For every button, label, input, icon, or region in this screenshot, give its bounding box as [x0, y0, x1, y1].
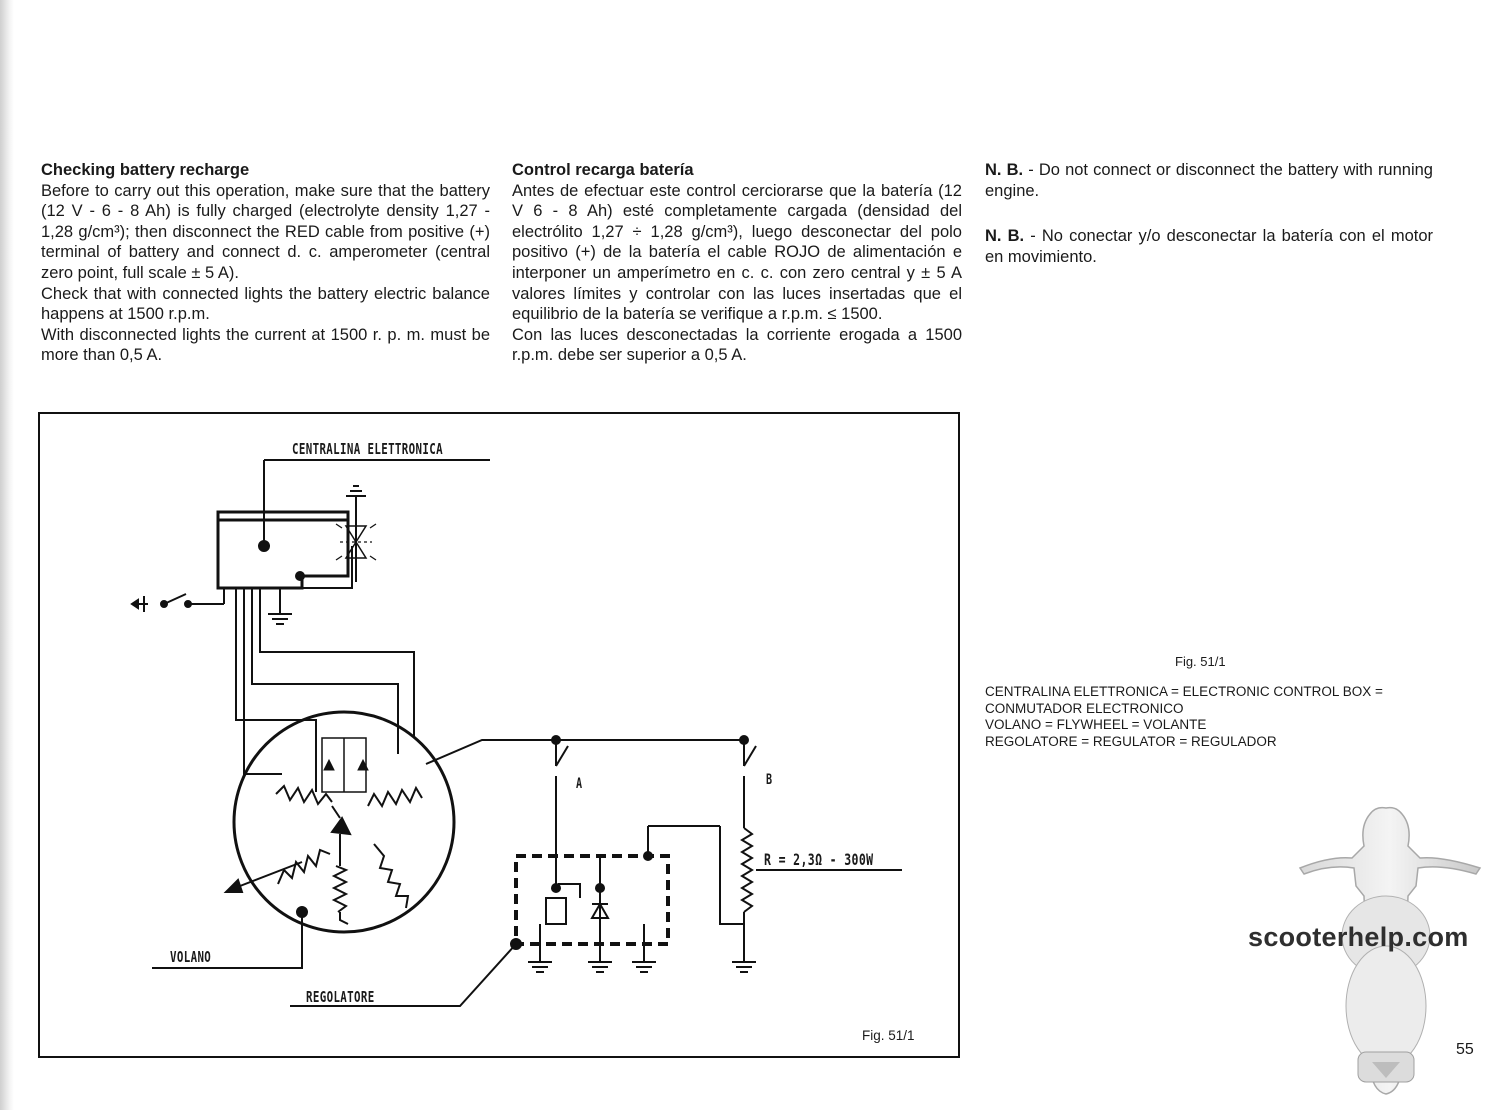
notes-column: N. B. - Do not connect or disconnect the… [985, 160, 1433, 292]
english-paragraph-1: Before to carry out this operation, make… [41, 181, 490, 282]
control-box-terminal [258, 540, 270, 552]
brand-watermark: scooterhelp.com [1248, 922, 1469, 952]
note-spanish: N. B. - No conectar y/o desconectar la b… [985, 227, 1433, 266]
legend-line: CENTRALINA ELETTRONICA = ELECTRONIC CONT… [985, 684, 1383, 699]
spanish-paragraph-2: Con las luces desconectadas la corriente… [512, 325, 962, 365]
page-number: 55 [1456, 1041, 1474, 1058]
scooter-watermark-image [1298, 806, 1482, 1095]
legend-line: REGOLATORE = REGULATOR = REGULADOR [985, 733, 1277, 749]
control-box [216, 510, 350, 590]
figure-caption: Fig. 51/1 [1175, 654, 1226, 669]
regulator-box [514, 854, 670, 946]
label-regolatore: REGOLATORE [306, 988, 375, 1006]
legend-line: VOLANO = FLYWHEEL = VOLANTE [985, 717, 1207, 732]
spanish-paragraph-1: Antes de efectuar este control cerciorar… [512, 181, 962, 324]
label-switch-a: A [576, 776, 583, 792]
label-resistor: R = 2,3Ω - 300W [764, 850, 874, 869]
english-paragraph-3: With disconnected lights the current at … [41, 325, 490, 365]
note-english: N. B. - Do not connect or disconnect the… [985, 161, 1433, 200]
label-volano: VOLANO [170, 948, 212, 966]
diagram-fig-label: Fig. 51/1 [862, 1028, 915, 1043]
figure-legend: CENTRALINA ELETTRONICA = ELECTRONIC CONT… [985, 684, 1383, 750]
wiring-diagram-drawing [130, 459, 902, 1007]
english-text-column: Checking battery recharge Before to carr… [41, 160, 490, 366]
flywheel-circle [232, 710, 456, 934]
wiring-diagram: CENTRALINA ELETTRONICA VOLANO REGOLATORE… [38, 412, 960, 1058]
spanish-heading: Control recarga batería [512, 161, 694, 179]
legend-line: CONMUTADOR ELECTRONICO [985, 700, 1184, 716]
label-centralina: CENTRALINA ELETTRONICA [292, 440, 443, 458]
page-edge-shadow [0, 0, 14, 1110]
spanish-text-column: Control recarga batería Antes de efectua… [512, 160, 962, 366]
english-heading: Checking battery recharge [41, 161, 250, 179]
english-paragraph-2: Check that with connected lights the bat… [41, 284, 490, 324]
label-switch-b: B [766, 772, 773, 788]
